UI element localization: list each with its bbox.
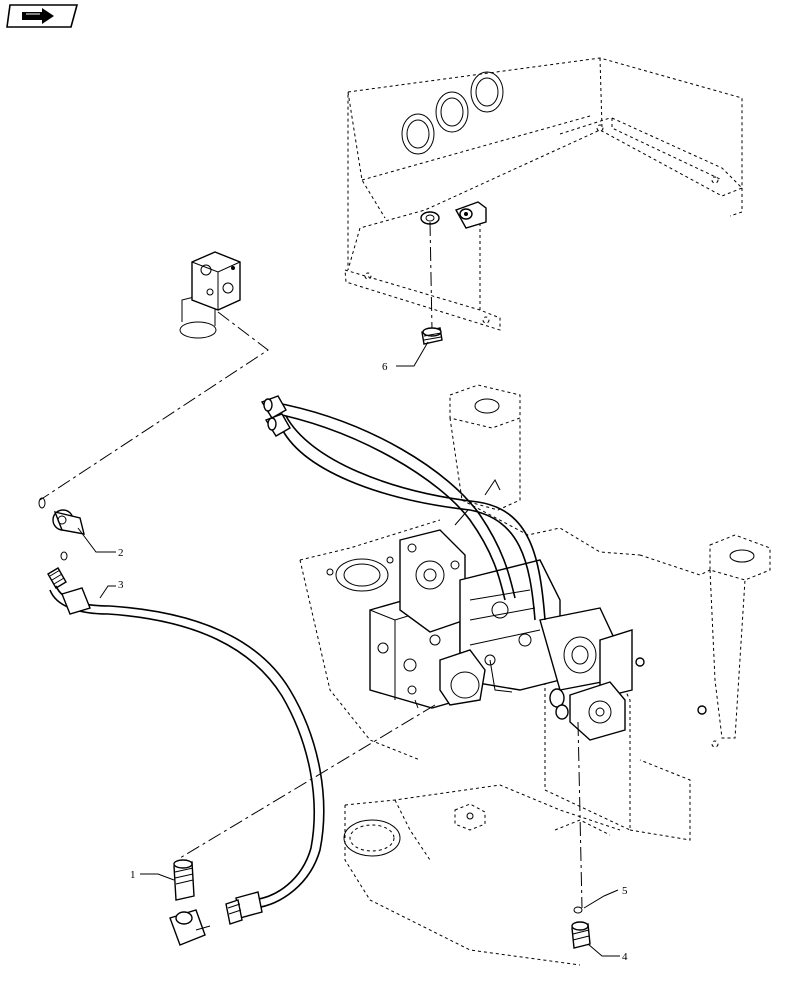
callout-leaders [77, 341, 620, 957]
part-6-plug [421, 327, 443, 345]
part-3-hose-assembly [47, 567, 325, 925]
forward-arrow-icon[interactable] [6, 4, 78, 28]
callout-labels: 6 2 3 1 5 4 [118, 361, 628, 963]
pump-valve-assembly [369, 529, 645, 741]
part-4-fitting [571, 921, 591, 949]
part-1-adapter-fitting [169, 859, 211, 946]
right-stanchion [449, 384, 771, 748]
callout-2: 2 [118, 547, 124, 559]
upper-frame-housing [344, 57, 743, 331]
part-5-seal [573, 906, 583, 914]
callout-3: 3 [118, 579, 124, 591]
filter-assembly [179, 251, 241, 339]
callout-5: 5 [622, 885, 628, 897]
upper-hoses [260, 395, 546, 621]
callout-4: 4 [622, 951, 628, 963]
callout-1: 1 [130, 869, 136, 881]
part-2-elbow-fitting [38, 497, 85, 561]
callout-6: 6 [382, 361, 388, 373]
assembly-leader-lines [39, 221, 583, 909]
